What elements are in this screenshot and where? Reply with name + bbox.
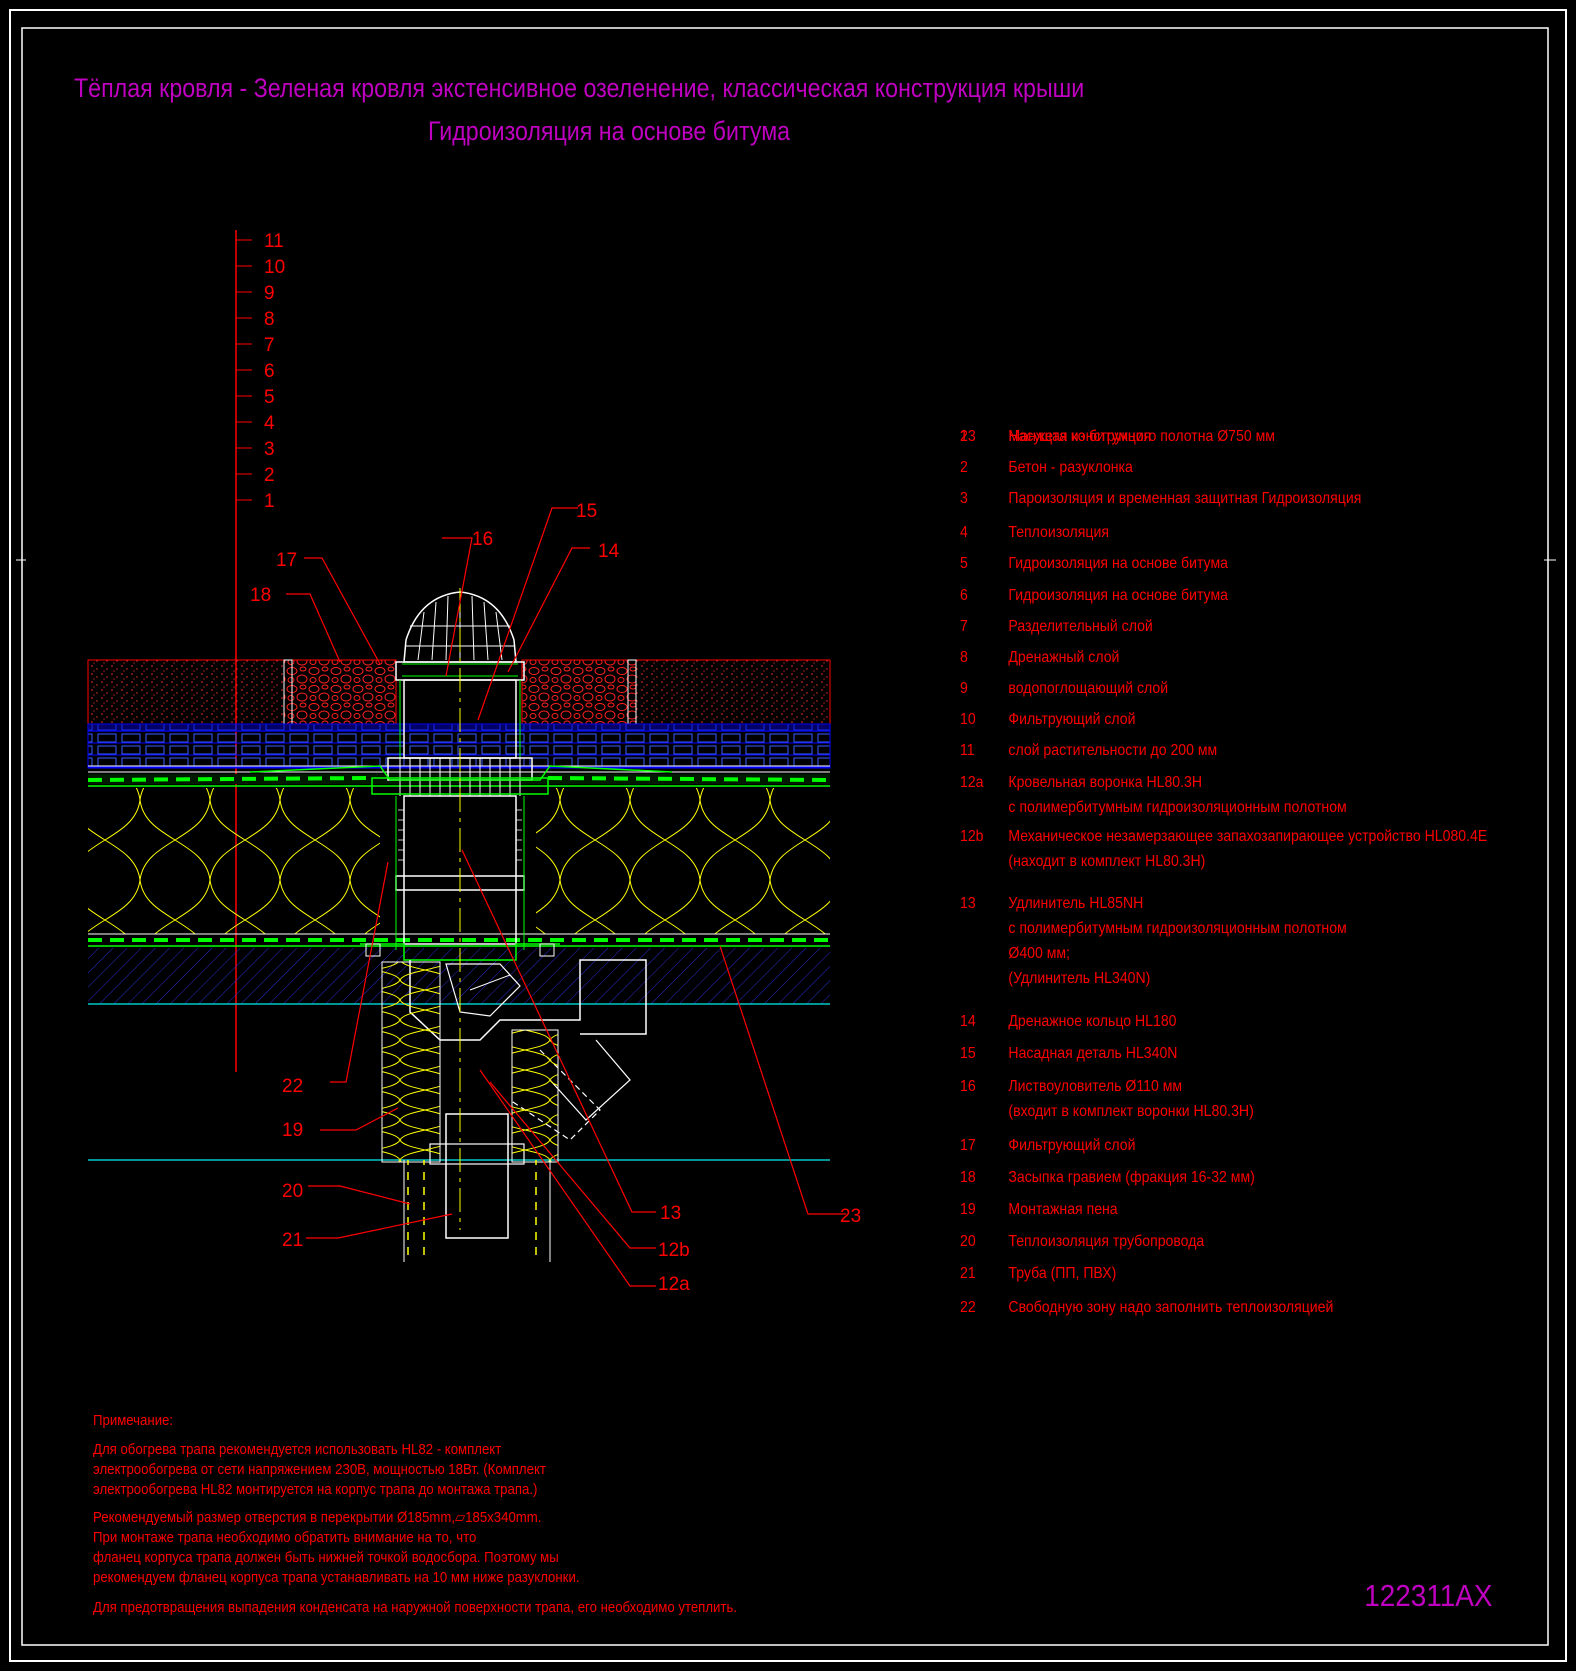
legend-text: Разделительный слой bbox=[1008, 618, 1153, 635]
legend-text: Механическое незамерзающее запахозапираю… bbox=[1008, 828, 1488, 845]
notes-line: Для обогрева трапа рекомендуется использ… bbox=[93, 1441, 502, 1458]
legend-text: Кровельная воронка HL80.3H bbox=[1008, 774, 1203, 791]
legend-number: 9 bbox=[960, 680, 968, 697]
scale-label: 9 bbox=[264, 283, 275, 304]
notes-heading: Примечание: bbox=[93, 1412, 174, 1429]
legend-text: Монтажная пена bbox=[1008, 1201, 1118, 1218]
legend-text: (Удлинитель HL340N) bbox=[1008, 970, 1151, 987]
notes-line: фланец корпуса трапа должен быть нижней … bbox=[93, 1549, 559, 1566]
roof-drain-assembly bbox=[249, 588, 673, 1262]
drawing-title-line2: Гидроизоляция на основе битума bbox=[428, 116, 791, 146]
legend-text: (находит в комплект HL80.3H) bbox=[1008, 853, 1206, 870]
legend-number: 15 bbox=[960, 1045, 976, 1062]
legend-text: Фильтрующий слой bbox=[1008, 1137, 1136, 1154]
legend-number: 2 bbox=[960, 459, 968, 476]
scale-label: 1 bbox=[264, 491, 275, 512]
legend-text: Дренажный слой bbox=[1008, 649, 1120, 666]
legend-number: 14 bbox=[960, 1013, 976, 1030]
legend-text: Бетон - разуклонка bbox=[1008, 459, 1133, 476]
notes-line: Рекомендуемый размер отверстия в перекры… bbox=[93, 1509, 542, 1526]
callout-18: 18 bbox=[250, 585, 271, 606]
legend-text: Фильтрующий слой bbox=[1008, 711, 1136, 728]
legend-number: 17 bbox=[960, 1137, 976, 1154]
notes-line: Для предотвращения выпадения конденсата … bbox=[93, 1599, 737, 1616]
legend-text: Дренажное кольцо HL180 bbox=[1008, 1013, 1177, 1030]
legend-text: Ø400 мм; bbox=[1008, 945, 1071, 962]
callout-20: 20 bbox=[282, 1181, 303, 1202]
legend-text: с полимербитумным гидроизоляционным поло… bbox=[1008, 799, 1347, 816]
scale-label: 11 bbox=[264, 231, 284, 252]
legend-text: Труба (ПП, ПВХ) bbox=[1008, 1265, 1117, 1282]
legend-number: 5 bbox=[960, 555, 968, 572]
legend-text: Удлинитель HL85NH bbox=[1008, 895, 1144, 912]
notes-line: электрообогрева HL82 монтируется на корп… bbox=[93, 1481, 538, 1498]
scale-label: 3 bbox=[264, 439, 275, 460]
legend-text: Теплоизоляция трубопровода bbox=[1008, 1233, 1205, 1250]
legend-number: 19 bbox=[960, 1201, 976, 1218]
gravel-fill bbox=[283, 659, 397, 725]
leader-lines bbox=[286, 507, 846, 1287]
outer-frame bbox=[9, 9, 1567, 1662]
legend-number: 23 bbox=[960, 428, 976, 445]
callout-22: 22 bbox=[282, 1076, 303, 1097]
callout-19: 19 bbox=[282, 1120, 303, 1141]
legend-text: Насущая конструкция bbox=[1008, 428, 1152, 445]
legend-number: 11 bbox=[960, 742, 975, 759]
legend-number: 16 bbox=[960, 1078, 976, 1095]
legend-number: 21 bbox=[960, 1265, 976, 1282]
gravel-fill-right bbox=[521, 659, 637, 725]
callout-labels: 16 15 14 17 18 22 19 20 21 13 12b 12a 23 bbox=[250, 501, 861, 1295]
notes-line: электрообогрева от сети напряжением 230В… bbox=[93, 1461, 546, 1478]
legend-number: 10 bbox=[960, 711, 976, 728]
legend-number: 12a bbox=[960, 774, 984, 791]
scale-label: 5 bbox=[264, 387, 275, 408]
callout-12a: 12a bbox=[658, 1274, 690, 1295]
notes-line: При монтаже трапа необходимо обратить вн… bbox=[93, 1529, 477, 1546]
callout-15: 15 bbox=[576, 501, 597, 522]
legend-text: Засыпка гравием (фракция 16-32 мм) bbox=[1008, 1169, 1255, 1186]
legend-number: 7 bbox=[960, 618, 968, 635]
scale-label: 4 bbox=[264, 413, 275, 434]
legend-number: 6 bbox=[960, 587, 968, 604]
legend-number: 20 bbox=[960, 1233, 976, 1250]
legend-number: 13 bbox=[960, 895, 976, 912]
callout-14: 14 bbox=[598, 541, 620, 562]
legend-number: 22 bbox=[960, 1299, 976, 1316]
legend-text: (входит в комплект воронки HL80.3H) bbox=[1008, 1103, 1254, 1120]
callout-12b: 12b bbox=[658, 1240, 690, 1261]
legend-number: 4 bbox=[960, 524, 968, 541]
legend-text: Гидроизоляция на основе битума bbox=[1008, 555, 1228, 572]
legend-text: водопоглощающий слой bbox=[1008, 680, 1169, 697]
legend-text: с полимербитумным гидроизоляционным поло… bbox=[1008, 920, 1347, 937]
inner-frame bbox=[21, 27, 1549, 1646]
legend-text: Листвоуловитель Ø110 мм bbox=[1008, 1078, 1183, 1095]
callout-17: 17 bbox=[276, 550, 297, 571]
callout-13: 13 bbox=[660, 1203, 681, 1224]
legend-text: Манжета из битумного полотна Ø750 мм bbox=[1008, 428, 1275, 445]
legend-text: Гидроизоляция на основе битума bbox=[1008, 587, 1228, 604]
legend-text: Насадная деталь HL340N bbox=[1008, 1045, 1178, 1062]
callout-16: 16 bbox=[472, 529, 493, 550]
callout-23: 23 bbox=[840, 1206, 861, 1227]
notes-line: рекомендуем фланец корпуса трапа устанав… bbox=[93, 1569, 580, 1586]
legend-number: 12b bbox=[960, 828, 984, 845]
legend-number: 8 bbox=[960, 649, 968, 666]
legend-number: 3 bbox=[960, 490, 968, 507]
scale-label: 2 bbox=[264, 465, 275, 486]
scale-label: 6 bbox=[264, 361, 275, 382]
scale-label: 7 bbox=[264, 335, 275, 356]
drawing-title-line1: Тёплая кровля - Зеленая кровля экстенсив… bbox=[74, 73, 1085, 103]
legend-text: Теплоизоляция bbox=[1008, 524, 1109, 541]
drawing-code: 122311AX bbox=[1363, 1578, 1492, 1613]
callout-21: 21 bbox=[282, 1230, 303, 1251]
roof-buildup bbox=[87, 659, 831, 1161]
legend-text: Пароизоляция и временная защитная Гидрои… bbox=[1008, 490, 1362, 507]
scale-label: 10 bbox=[264, 257, 285, 278]
scale-label: 8 bbox=[264, 309, 275, 330]
legend-text: слой растительности до 200 мм bbox=[1008, 742, 1218, 759]
legend-number: 18 bbox=[960, 1169, 976, 1186]
legend-number: 1 bbox=[960, 428, 968, 445]
legend-text: Свободную зону надо заполнить теплоизоля… bbox=[1008, 1299, 1334, 1316]
